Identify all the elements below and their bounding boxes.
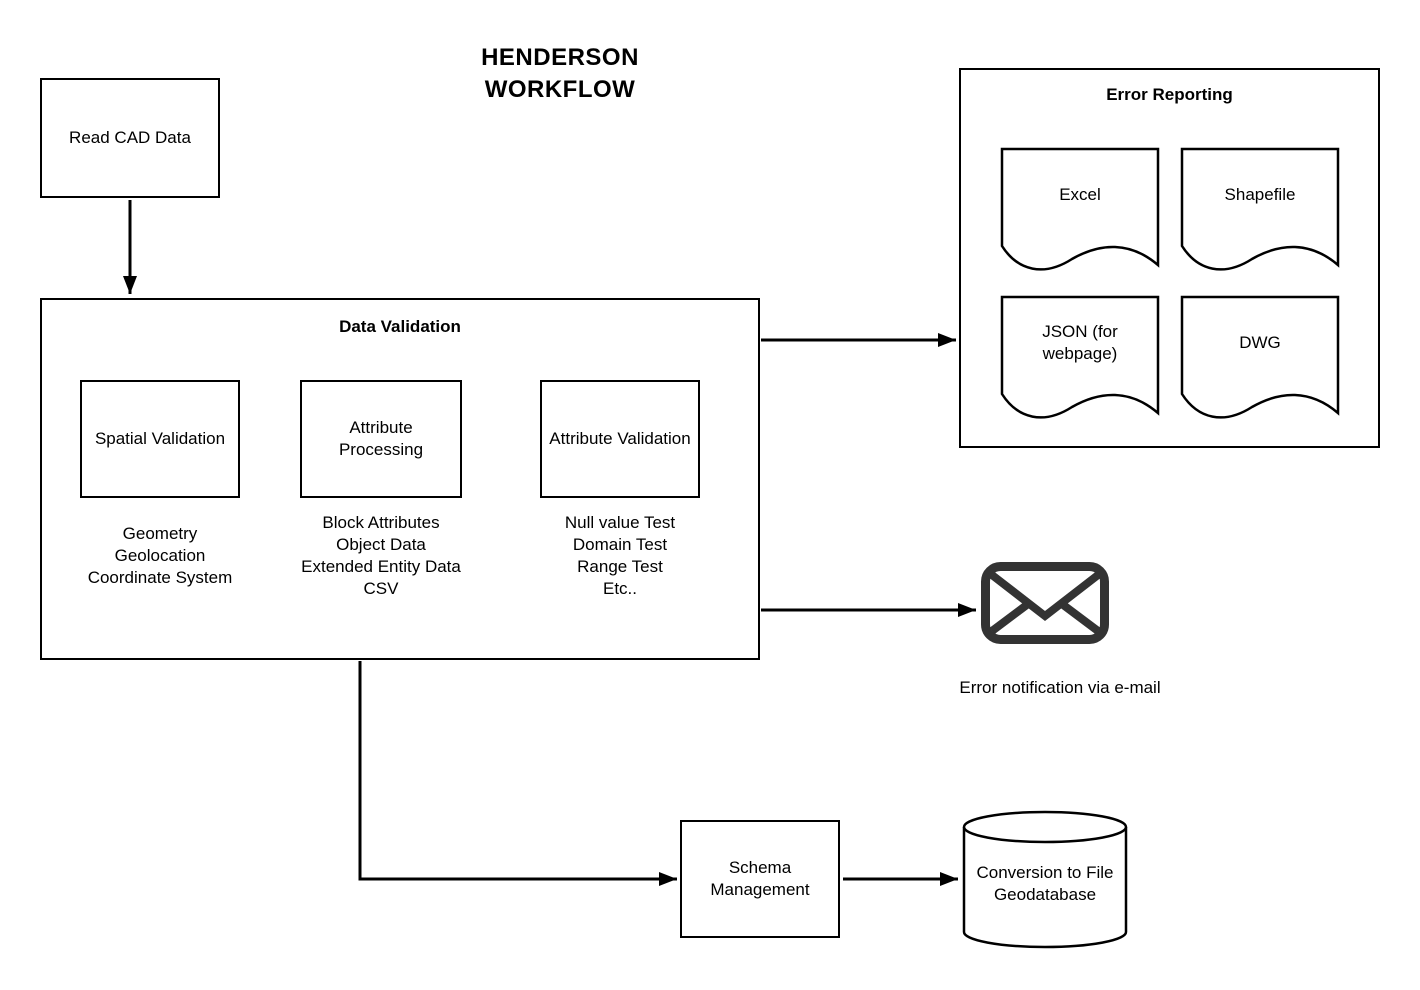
envelope-icon [981,562,1109,644]
document-shape-json: JSON (for webpage) [1000,295,1160,419]
error-reporting-title: Error Reporting [1106,85,1233,104]
attribute-validation-label: Attribute Validation [549,429,691,448]
attribute-processing-label: Attribute Processing [338,418,424,459]
document-shape-shapefile: Shapefile [1180,147,1340,271]
detail-line: Geolocation [114,546,206,565]
schema-management-box: Schema Management [680,820,840,938]
arrow-datavalidation-to-schema [358,661,677,886]
document-label-excel: Excel [1059,185,1101,204]
attribute-validation-details: Null value Test Domain Test Range Test E… [510,512,730,600]
read-cad-data-label: Read CAD Data [69,128,191,147]
read-cad-data-box: Read CAD Data [40,78,220,198]
database-cylinder-icon [962,810,1128,949]
detail-line: CSV [363,579,399,598]
detail-line: Range Test [577,557,663,576]
email-caption: Error notification via e-mail [959,678,1161,697]
detail-line: Domain Test [572,535,668,554]
detail-line: Etc.. [602,579,637,598]
document-label-shapefile: Shapefile [1224,185,1296,204]
spatial-validation-box: Spatial Validation [80,380,240,498]
document-icon [1000,295,1160,419]
attribute-processing-box: Attribute Processing [300,380,462,498]
document-icon [1180,147,1340,271]
document-icon [1180,295,1340,419]
detail-line: Null value Test [564,513,676,532]
spatial-validation-details: Geometry Geolocation Coordinate System [50,523,270,589]
diagram-title-line2: WORKFLOW [484,76,636,103]
detail-line: Block Attributes [322,513,440,532]
document-label-dwg: DWG [1239,333,1281,352]
document-icon [1000,147,1160,271]
diagram-title-line1: HENDERSON [481,44,639,71]
document-shape-dwg: DWG [1180,295,1340,419]
geodatabase-label: Conversion to File Geodatabase [976,863,1114,904]
schema-management-label: Schema Management [710,858,810,899]
diagram-title: HENDERSON WORKFLOW [360,42,760,106]
spatial-validation-label: Spatial Validation [94,429,226,448]
detail-line: Coordinate System [87,568,233,587]
document-label-json: JSON (for webpage) [1042,322,1118,363]
attribute-processing-details: Block Attributes Object Data Extended En… [271,512,491,600]
attribute-validation-box: Attribute Validation [540,380,700,498]
detail-line: Object Data [336,535,426,554]
detail-line: Geometry [122,524,198,543]
document-shape-excel: Excel [1000,147,1160,271]
data-validation-title: Data Validation [339,317,461,336]
detail-line: Extended Entity Data [301,557,461,576]
